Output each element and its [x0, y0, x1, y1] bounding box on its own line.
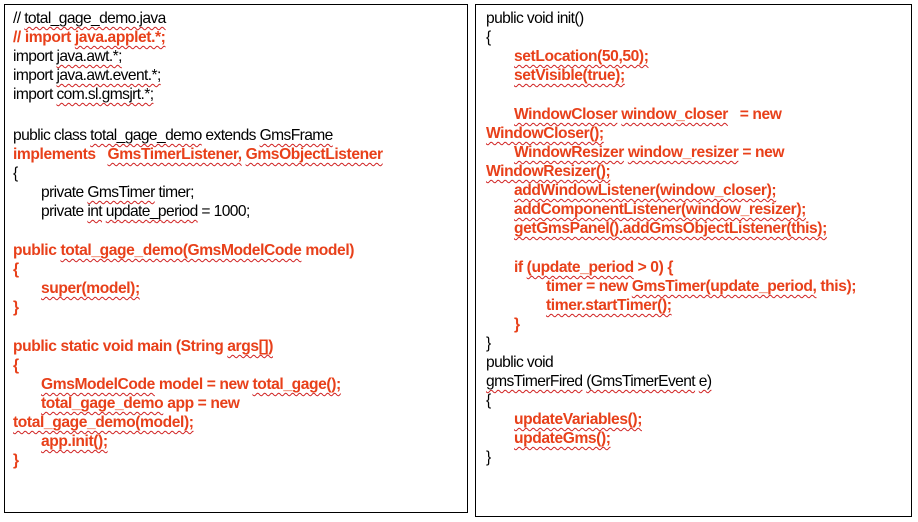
spellcheck-word: window_closer [621, 106, 728, 123]
spellcheck-word: GmsModelCode [41, 376, 155, 393]
spellcheck-word: WindowResizer [514, 144, 624, 161]
spellcheck-word: setVisible(true); [514, 67, 625, 84]
spellcheck-word: addWindowListener(window_closer); [514, 182, 777, 199]
spellcheck-word: WindowCloser [514, 106, 618, 123]
spellcheck-word: super(model); [41, 280, 140, 297]
code-line: } [486, 335, 491, 352]
spellcheck-word: app.init(); [41, 433, 108, 450]
code-line: setLocation(50,50); [514, 47, 649, 66]
code-line: WindowResizer window_resizer = new [514, 144, 785, 161]
spellcheck-word: total_gage_demo(model); [13, 414, 194, 431]
code-line: setVisible(true); [514, 66, 625, 85]
spellcheck-word: setLocation(50,50); [514, 48, 649, 65]
left-code-panel: // total_gage_demo.java // import java.ap… [4, 4, 468, 513]
code-line: } [13, 452, 19, 469]
spellcheck-word: WindowCloser(); [486, 125, 604, 142]
spellcheck-word: addComponentListener(window_resizer); [514, 201, 806, 218]
spellcheck-word: update_period [105, 203, 199, 220]
code-line: total_gage_demo(model); [13, 413, 194, 432]
code-line: total_gage_demo app = new [41, 395, 240, 412]
code-line: updateGms(); [514, 429, 611, 448]
code-line: addWindowListener(window_closer); [514, 181, 777, 200]
code-line: timer.startTimer(); [546, 296, 672, 315]
spellcheck-word: updateVariables(); [514, 411, 642, 428]
code-line: { [13, 261, 19, 278]
spellcheck-word: java.awt.*; [56, 48, 122, 65]
code-line: } [514, 316, 520, 333]
code-line: public static void main (String args[]) [13, 338, 273, 355]
code-line: getGmsPanel().addGmsObjectListener(this)… [514, 219, 827, 238]
spellcheck-word: (update_period [526, 259, 634, 276]
spellcheck-word: window_resizer [627, 144, 739, 161]
code-line: gmsTimerFired (GmsTimerEvent e) [486, 372, 712, 391]
code-line: } [13, 299, 19, 316]
code-line: // import java.applet.*; [13, 29, 166, 46]
code-line: if (update_period > 0) { [514, 259, 673, 276]
spellcheck-word: GmsFrame [259, 127, 334, 144]
code-line: timer = new GmsTimer(update_period, this… [546, 278, 857, 295]
code-line: } [486, 449, 491, 466]
spellcheck-word: GmsObjectListener [245, 146, 383, 163]
code-line: GmsModelCode model = new total_gage(); [41, 376, 341, 393]
spellcheck-word: total_gage_demo [41, 395, 164, 412]
spellcheck-word: timer.startTimer(); [546, 297, 672, 314]
code-line: implements GmsTimerListener, GmsObjectLi… [13, 146, 383, 163]
spellcheck-word: com.sl.gmsjrt.*; [56, 86, 154, 103]
code-line: addComponentListener(window_resizer); [514, 200, 806, 219]
spellcheck-word: GmsTimerListener, [107, 146, 242, 163]
spellcheck-word: updateGms(); [514, 430, 611, 447]
code-line: import java.awt.*; [13, 48, 122, 65]
code-line: // total_gage_demo.java [13, 10, 166, 27]
right-code-panel: public void init() { setLocation(50,50); se… [475, 4, 912, 517]
code-line: { [486, 392, 491, 409]
spellcheck-word: java.applet.*; [74, 29, 166, 46]
spellcheck-word: GmsTimer(update_period, [631, 278, 817, 295]
code-line: { [13, 357, 19, 374]
code-line: public total_gage_demo(GmsModelCode mode… [13, 242, 355, 259]
code-line: { [486, 29, 491, 46]
code-line: private GmsTimer timer; [41, 184, 194, 201]
code-line: import com.sl.gmsjrt.*; [13, 86, 154, 103]
code-line: public void [486, 354, 554, 371]
spellcheck-word: args[]) [227, 338, 273, 355]
code-line: app.init(); [41, 432, 108, 451]
spellcheck-word: int [87, 203, 103, 220]
code-line: updateVariables(); [514, 410, 642, 429]
code-line: super(model); [41, 279, 140, 298]
code-line: { [13, 165, 18, 182]
spellcheck-word: total_gage(); [252, 376, 341, 393]
spellcheck-word: (GmsTimerEvent [586, 373, 696, 390]
spellcheck-word: GmsTimer [87, 184, 155, 201]
spellcheck-word: total_gage_demo(GmsModelCode [60, 242, 302, 259]
code-line: private int update_period = 1000; [41, 203, 250, 220]
spellcheck-word: getGmsPanel().addGmsObjectListener(this)… [514, 220, 827, 237]
code-line: WindowResizer(); [486, 162, 611, 181]
code-line: WindowCloser(); [486, 124, 604, 143]
code-line: public class total_gage_demo extends Gms… [13, 127, 334, 144]
code-line: public void init() [486, 10, 584, 27]
code-line: WindowCloser window_closer = new [514, 106, 782, 123]
spellcheck-word: total_gage_demo [90, 127, 202, 144]
spellcheck-word: java.awt.event.*; [56, 67, 161, 84]
spellcheck-word: WindowResizer(); [486, 163, 611, 180]
spellcheck-word: total_gage_demo.java [24, 10, 166, 27]
spellcheck-word: gmsTimerFired [486, 373, 583, 390]
code-line: import java.awt.event.*; [13, 67, 161, 84]
spellcheck-word: e) [698, 373, 712, 390]
